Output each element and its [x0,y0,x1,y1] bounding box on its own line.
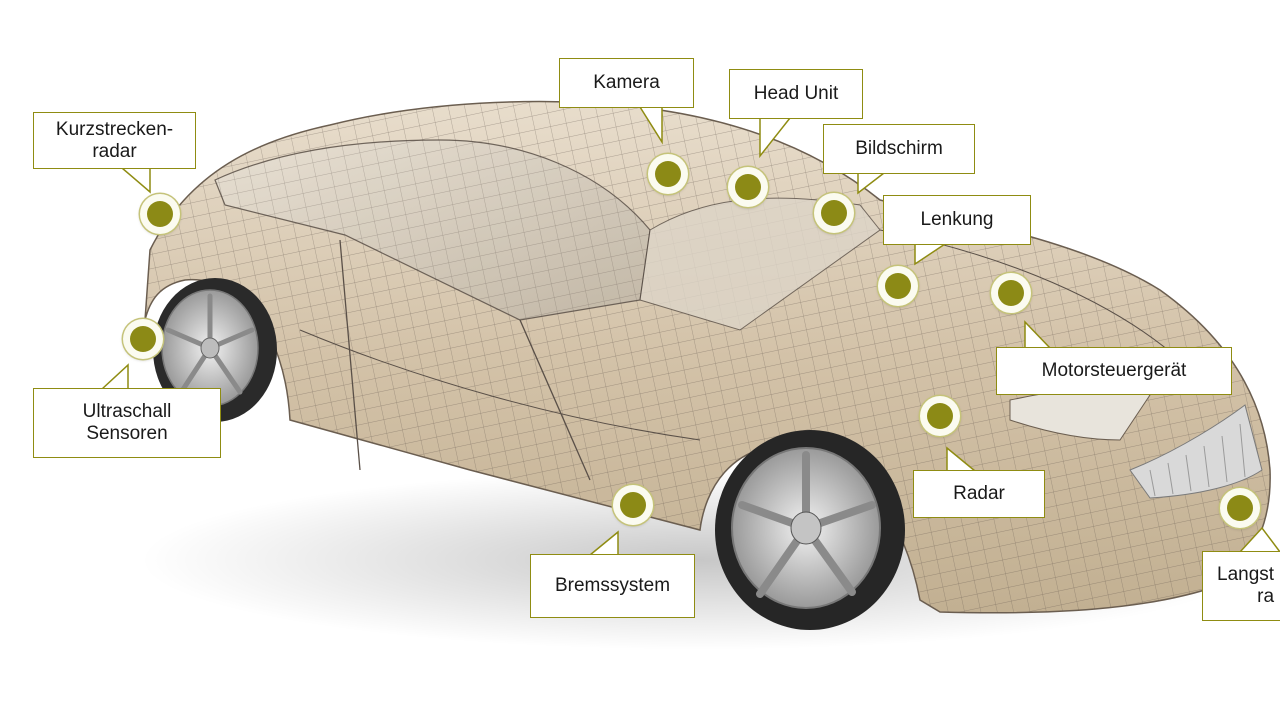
callout-head-unit: Head Unit [729,69,863,119]
callout-bildschirm: Bildschirm [823,124,975,174]
marker-head-unit[interactable] [728,167,768,207]
marker-langstreckenradar[interactable] [1220,488,1260,528]
callout-bremssystem: Bremssystem [530,554,695,618]
marker-bremssystem[interactable] [613,485,653,525]
marker-kurzstreckenradar[interactable] [140,194,180,234]
marker-radar[interactable] [920,396,960,436]
rear-wheel [153,278,277,422]
callout-motorsteuergeraet: Motorsteuergerät [996,347,1232,395]
marker-bildschirm[interactable] [814,193,854,233]
callout-langstreckenradar: Langst ra [1202,551,1280,621]
callout-lenkung: Lenkung [883,195,1031,245]
marker-lenkung[interactable] [878,266,918,306]
callout-ultraschall-sensoren: Ultraschall Sensoren [33,388,221,458]
callout-radar: Radar [913,470,1045,518]
callout-kamera: Kamera [559,58,694,108]
callout-kurzstreckenradar: Kurzstrecken- radar [33,112,196,169]
front-wheel [715,430,905,630]
marker-ultraschall-sensoren[interactable] [123,319,163,359]
marker-motorsteuergeraet[interactable] [991,273,1031,313]
marker-kamera[interactable] [648,154,688,194]
